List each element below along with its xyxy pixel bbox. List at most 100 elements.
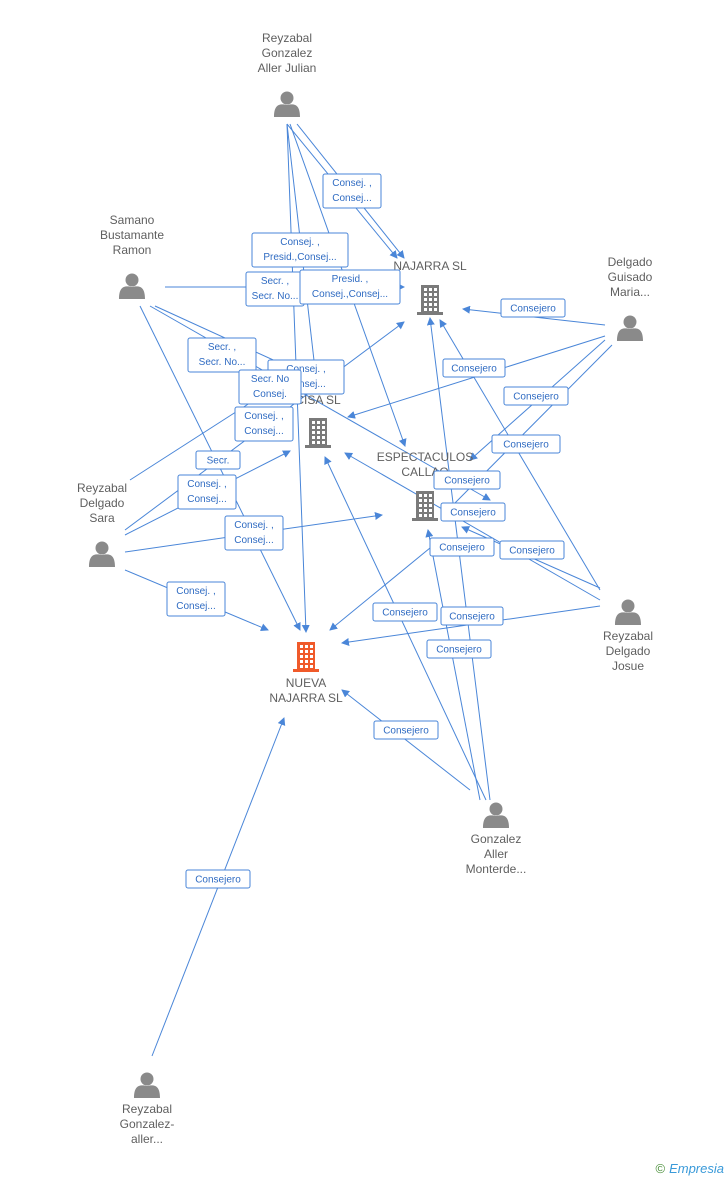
relation-label[interactable]: Consejero [491,434,561,454]
relation-text: Secr. No... [252,291,299,302]
node-label: Samano [110,213,155,227]
relation-text: Presid.,Consej... [263,252,336,263]
relation-text: Consej. , [187,479,226,490]
relation-label[interactable]: Consej. , Consej... [177,474,237,510]
person-icon [119,273,145,299]
relation-text: Secr. [207,456,230,467]
relation-label[interactable]: Secr. [195,450,241,470]
node-label: NAJARRA SL [393,259,467,273]
connection-line [341,689,471,791]
relation-label[interactable]: Consejero [373,720,439,740]
node-label: Monterde... [466,862,527,876]
person-node[interactable]: GonzalezAllerMonterde... [466,802,527,877]
node-label: aller... [131,1132,163,1146]
relation-label[interactable]: Consejero [440,502,506,522]
company-node[interactable]: CISA SL [295,393,341,448]
relation-text: Consejero [450,508,496,519]
relation-label[interactable]: Consejero [429,537,495,557]
person-icon [89,541,115,567]
relation-label[interactable]: Consej. , Consej... [322,173,382,209]
node-label: Delgado [606,644,651,658]
relation-text: Consejero [513,392,559,403]
relation-label[interactable]: Consej. ,Consej... [234,406,294,442]
relation-text: Consej... [176,601,215,612]
relation-text: Consej.,Consej... [312,289,388,300]
copyright-footer: ©Empresia [655,1161,724,1176]
relation-label[interactable]: Consejero [433,470,501,490]
node-label: Ramon [113,243,152,257]
relation-text: Consej. [253,389,287,400]
node-label: Delgado [80,496,125,510]
connection-line [344,452,601,601]
relation-label[interactable]: Consej. ,Consej... [166,581,226,617]
relation-text: Consejero [439,543,485,554]
connection-line [426,317,491,801]
person-icon [617,315,643,341]
relation-text: Consej... [286,379,325,390]
relation-label[interactable]: Consejero [500,298,566,318]
relation-text: Consej. , [332,178,371,189]
relation-text: Consejero [510,304,556,315]
relation-label[interactable]: Secr. , Secr. No... [187,337,257,373]
relation-label[interactable]: Consej. ,Consej... [224,515,284,551]
person-node[interactable]: DelgadoGuisadoMaria... [608,255,653,341]
relation-label[interactable]: Consejero [185,869,251,889]
node-label: Reyzabal [122,1102,172,1116]
relation-label[interactable]: Secr. ,Secr. No... [245,271,305,307]
node-label: Bustamante [100,228,164,242]
company-node[interactable]: NAJARRA SL [393,259,467,315]
person-icon [274,91,300,117]
relation-text: Consejero [509,546,555,557]
copyright-symbol: © [655,1161,666,1176]
node-label: Gonzalez [471,832,522,846]
relation-label[interactable]: Consejero [426,639,492,659]
node-label: Josue [612,659,644,673]
node-label: Maria... [610,285,650,299]
relation-label[interactable]: Consejero [372,602,438,622]
relation-text: Consejero [383,726,429,737]
building-icon [305,418,331,448]
node-label: ESPECTACULOS [377,450,473,464]
relation-text: Consej. , [286,364,325,375]
relation-text: Secr. No [251,374,290,385]
relation-label[interactable]: Consejero [442,358,506,378]
relation-text: Consejero [444,476,490,487]
node-label: Reyzabal [77,481,127,495]
building-icon [417,285,443,315]
edge-labels: Consej. ,Consej...Consej. ,Presid.,Conse… [166,173,569,889]
relation-text: Secr. No... [199,357,246,368]
relation-text: Secr. , [208,342,236,353]
relation-label[interactable]: Consejero [499,540,565,560]
person-node[interactable]: ReyzabalGonzalez-aller... [120,1072,175,1147]
relation-text: Consej. , [234,520,273,531]
relation-text: Presid. , [332,274,369,285]
relation-text: Consej. , [244,411,283,422]
relation-label[interactable]: Presid. , Consej.,Consej... [299,269,401,305]
connection-line [324,456,487,801]
relation-label[interactable]: Consej. ,Presid.,Consej... [251,232,349,268]
relation-label[interactable]: Secr. No Consej. [238,369,302,405]
building-icon [293,642,319,672]
node-label: Gonzalez- [120,1117,175,1131]
connection-line [329,547,431,631]
relation-label[interactable]: Consejero [440,606,504,626]
node-label: NUEVA [286,676,326,690]
brand-logo[interactable]: Empresia [669,1161,724,1176]
node-label: Aller Julian [258,61,317,75]
connection-line [425,529,481,801]
node-label: Reyzabal [262,31,312,45]
relation-text: Consej... [332,193,371,204]
relation-label[interactable]: Consejero [503,386,569,406]
relation-text: Consejero [436,645,482,656]
node-label: Delgado [608,255,653,269]
node-label: Reyzabal [603,629,653,643]
relation-text: Consej... [187,494,226,505]
